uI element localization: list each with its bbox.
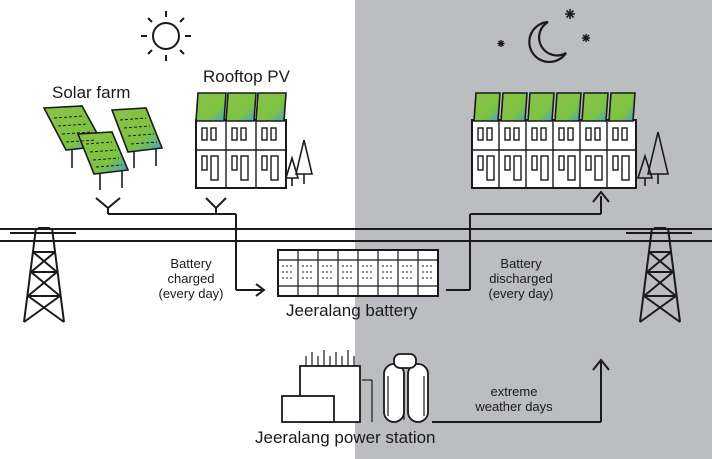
discharge-flow [446, 196, 602, 291]
power-lines [0, 228, 712, 242]
solar-panel-icon [110, 107, 164, 168]
battery-charged-label: Battery charged (every day) [148, 256, 234, 301]
battery-discharged-line-1: Battery [500, 256, 542, 271]
sun-icon [141, 11, 191, 61]
battery-discharged-line-2: discharged [489, 271, 553, 286]
panel-cell-lines [53, 115, 158, 168]
extreme-weather-label: extreme weather days [464, 384, 564, 414]
tree-icon [284, 139, 314, 186]
arrow-icon [255, 283, 266, 297]
battery-charged-line-2: charged [167, 271, 215, 286]
arrow-icon [592, 358, 610, 371]
battery-discharged-label: Battery discharged (every day) [476, 256, 566, 301]
extreme-weather-line-2: weather days [475, 399, 553, 414]
transmission-tower-icon [10, 227, 76, 323]
star-icon [582, 34, 590, 42]
house-icon [471, 119, 637, 189]
charge-flow [95, 197, 262, 291]
jeeralang-power-station-label: Jeeralang power station [255, 428, 436, 447]
star-icon [497, 40, 505, 47]
extreme-weather-line-1: extreme [490, 384, 538, 399]
arrow-icon [592, 190, 610, 203]
rooftop-pv-label: Rooftop PV [203, 67, 290, 86]
battery-charged-line-1: Battery [170, 256, 212, 271]
star-icon [565, 9, 575, 19]
power-station-icon [281, 353, 429, 423]
solar-farm-label: Solar farm [52, 83, 131, 102]
battery-charged-line-3: (every day) [158, 286, 224, 301]
solar-panel-icon [473, 92, 636, 122]
extreme-weather-flow [432, 362, 602, 423]
transmission-tower-icon [626, 227, 692, 323]
solar-panel-icon [76, 131, 130, 190]
moon-icon [528, 20, 567, 64]
solar-panel-icon [195, 92, 287, 122]
tree-icon [636, 131, 670, 186]
battery-discharged-line-3: (every day) [488, 286, 554, 301]
jeeralang-battery-label: Jeeralang battery [286, 301, 418, 320]
